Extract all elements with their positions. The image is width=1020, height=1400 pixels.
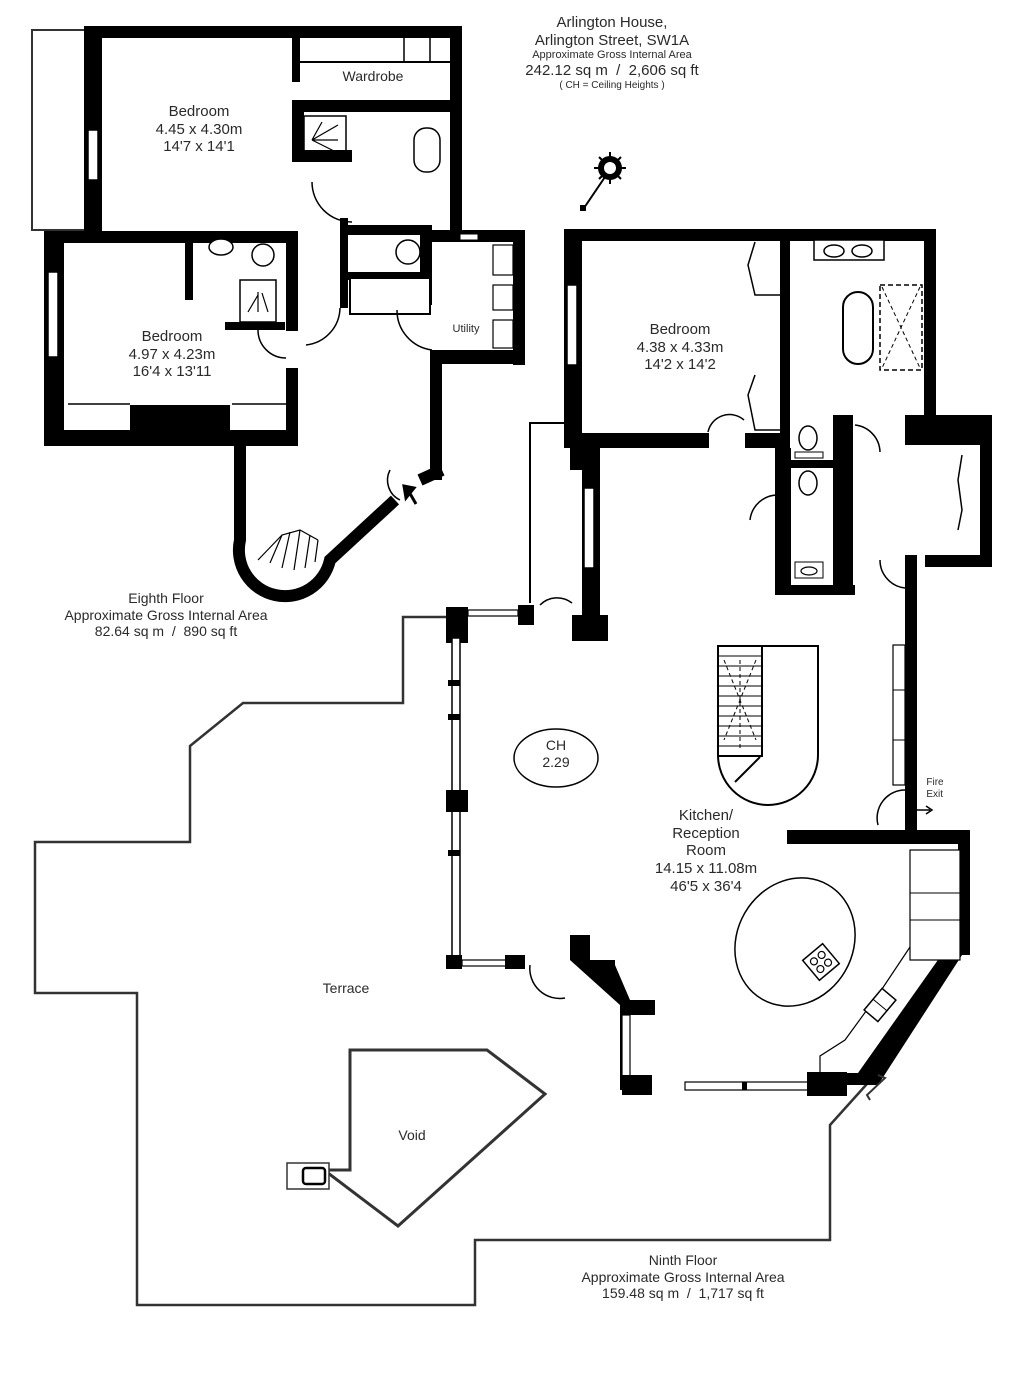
room-label-bedroom-1: Bedroom 4.45 x 4.30m 14'7 x 14'1 <box>155 103 243 156</box>
planter <box>301 1166 327 1186</box>
ninth-floor-area: 159.48 sq m / 1,717 sq ft <box>602 1285 764 1302</box>
kitchen-sink <box>863 987 897 1023</box>
basin <box>208 238 234 256</box>
ninth-floor-summary: Ninth Floor Approximate Gross Internal A… <box>581 1252 784 1302</box>
room-label-wardrobe: Wardrobe <box>342 68 404 84</box>
basin <box>851 244 873 258</box>
bathtub <box>413 127 441 173</box>
eighth-floor-area-label: Approximate Gross Internal Area <box>64 606 268 623</box>
toilet <box>798 470 818 496</box>
fire-exit-arrow-icon <box>914 805 934 815</box>
window <box>47 271 59 358</box>
total-area: 242.12 sq m / 2,606 sq ft <box>525 62 699 80</box>
wall <box>905 555 917 835</box>
ceiling-height-label: CH 2.29 <box>542 737 570 770</box>
area-label-void: Void <box>398 1127 426 1143</box>
building-name: Arlington House, <box>556 14 668 31</box>
window <box>566 284 578 366</box>
bathtub <box>842 291 874 365</box>
wall <box>450 26 462 231</box>
eighth-floor-name: Eighth Floor <box>128 590 204 606</box>
basin <box>800 566 818 576</box>
compass-rose-icon <box>580 152 626 211</box>
hob-icon <box>801 942 841 982</box>
void-outline <box>319 1048 548 1228</box>
wall <box>84 26 102 231</box>
room-label-bedroom-3: Bedroom 4.38 x 4.33m 14'2 x 14'2 <box>636 321 724 374</box>
spiral-staircase <box>257 529 319 571</box>
stair-tower-wall <box>232 446 400 603</box>
shower <box>879 284 923 371</box>
ninth-floor-area-label: Approximate Gross Internal Area <box>581 1268 785 1285</box>
window <box>87 129 99 181</box>
total-area-label: Approximate Gross Internal Area <box>532 49 692 62</box>
room-label-utility: Utility <box>452 323 480 335</box>
toilet <box>395 239 421 265</box>
eighth-floor-summary: Eighth Floor Approximate Gross Internal … <box>64 590 267 640</box>
basin <box>823 244 845 258</box>
terrace-outline <box>33 615 876 1307</box>
toilet <box>251 243 275 267</box>
ninth-floor-name: Ninth Floor <box>648 1252 718 1268</box>
feature-staircase <box>717 645 819 806</box>
street-address: Arlington Street, SW1A <box>534 31 690 49</box>
ceiling-height-marker <box>513 728 599 788</box>
property-header: Arlington House, Arlington Street, SW1A … <box>525 14 698 92</box>
ceiling-height-note: ( CH = Ceiling Heights ) <box>559 80 665 92</box>
fire-exit-label: Fire Exit <box>926 777 944 800</box>
room-label-bedroom-2: Bedroom 4.97 x 4.23m 16'4 x 13'11 <box>128 328 216 381</box>
wall <box>84 26 462 38</box>
balcony-outline <box>31 29 91 231</box>
entrance-arrow-icon <box>402 484 418 505</box>
area-label-terrace: Terrace <box>322 980 370 996</box>
toilet <box>798 425 818 451</box>
wall <box>44 231 298 243</box>
eighth-floor-area: 82.64 sq m / 890 sq ft <box>94 623 238 640</box>
ninth-floor-plan <box>33 229 992 1307</box>
wall <box>292 100 452 112</box>
eighth-floor-plan <box>31 26 525 603</box>
room-label-kitchen-reception: Kitchen/ Reception Room 14.15 x 11.08m 4… <box>654 807 758 895</box>
shower <box>303 115 347 157</box>
